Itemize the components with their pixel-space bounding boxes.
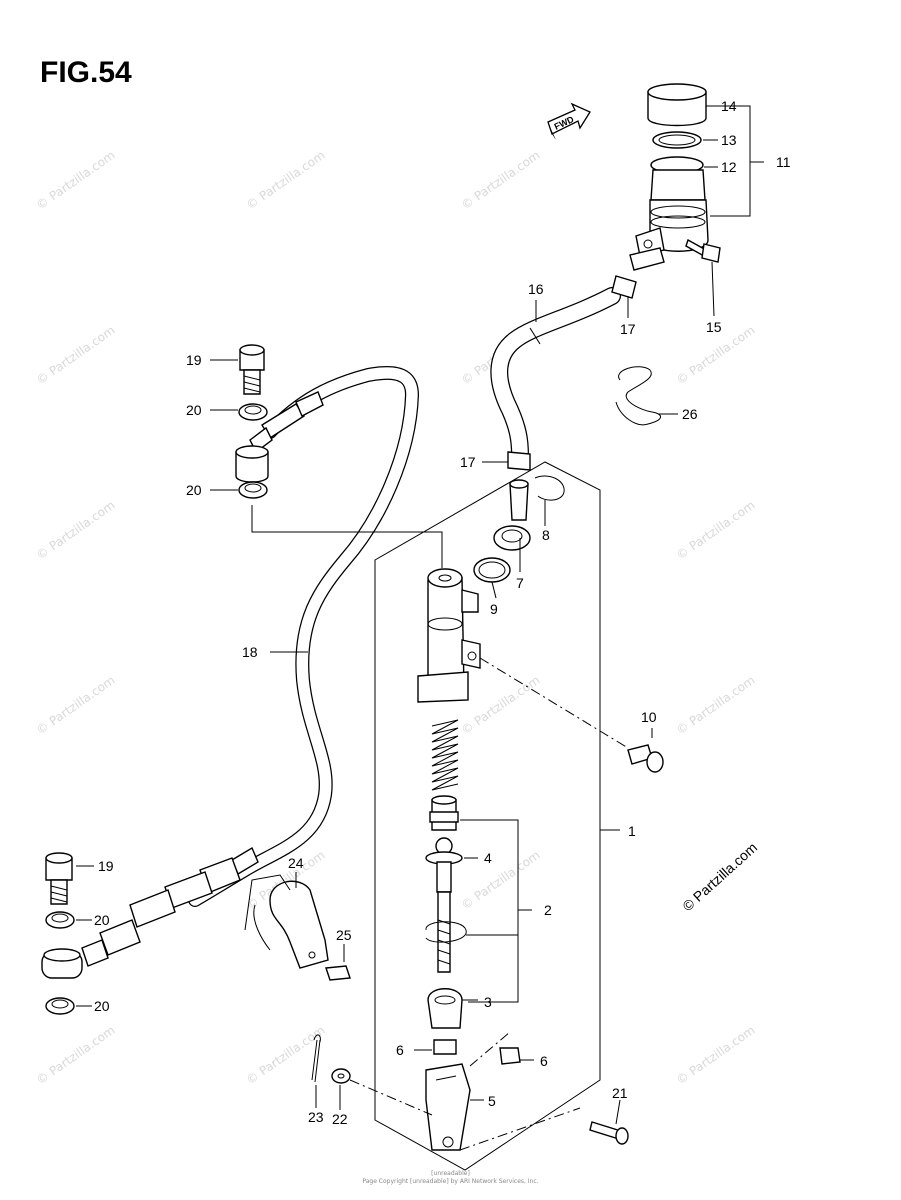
pin-washer	[331, 1068, 351, 1084]
hose-bracket	[244, 874, 329, 969]
lock-nut	[433, 1039, 457, 1055]
figure-title: FIG.54	[40, 56, 132, 89]
reservoir-assembly	[629, 83, 709, 271]
banjo-fitting-upper	[235, 445, 269, 483]
side-watermark: © Partzilla.com	[679, 839, 760, 914]
callout-label: 7	[516, 575, 524, 591]
piston	[429, 795, 459, 831]
snap-ring	[425, 921, 467, 943]
footer-line2: Page Copyright [unreadable] by ARI Netwo…	[362, 1178, 539, 1185]
callout-label: 5	[488, 1093, 496, 1109]
banjo-fitting-lower	[41, 948, 83, 979]
callout-label: 3	[484, 994, 492, 1010]
pin-washer-hole	[337, 1073, 345, 1079]
watermark: © Partzilla.com	[34, 148, 118, 213]
inlet-fitting	[493, 479, 531, 551]
callout-label: 23	[308, 1109, 324, 1125]
callout-label: 6	[396, 1042, 404, 1058]
callout-label: 20	[94, 912, 110, 928]
watermark: © Partzilla.com	[244, 148, 328, 213]
reservoir-hose	[490, 287, 621, 464]
assembly-outline	[374, 461, 601, 1171]
watermark: © Partzilla.com	[34, 673, 118, 738]
callout-label: 18	[242, 644, 258, 660]
callout-label: 20	[186, 402, 202, 418]
callout-label: 12	[721, 159, 737, 175]
callout-label: 2	[544, 902, 552, 918]
cylinder-bolt	[627, 744, 664, 773]
callout-label: 13	[721, 132, 737, 148]
watermark: © Partzilla.com	[674, 498, 758, 563]
hose-clip	[615, 366, 661, 426]
watermark: © Partzilla.com	[674, 1023, 758, 1088]
watermark: © Partzilla.com	[459, 673, 543, 738]
circlip	[534, 475, 565, 501]
callout-label: 19	[98, 858, 114, 874]
banjo-bolt-upper	[239, 344, 265, 395]
watermark: © Partzilla.com	[459, 148, 543, 213]
callout-label: 15	[706, 319, 722, 335]
watermark: © Partzilla.com	[674, 673, 758, 738]
reservoir-bolt	[685, 238, 721, 263]
leader-lines	[76, 105, 764, 1125]
watermark: © Partzilla.com	[34, 1023, 118, 1088]
watermark: © Partzilla.com	[34, 323, 118, 388]
watermark: © Partzilla.com	[34, 498, 118, 563]
callout-label: 17	[620, 321, 636, 337]
callout-label: 21	[612, 1085, 628, 1101]
footer-line1: [unreadable]	[431, 1170, 470, 1177]
callout-label: 8	[542, 527, 550, 543]
callout-label: 17	[460, 454, 476, 470]
callout-labels: 1 2 3 4 5 6 6 7 8 9 10 11 12 13 14 15 16…	[94, 98, 791, 1127]
callout-label: 1	[628, 823, 636, 839]
callout-label: 10	[641, 709, 657, 725]
hose-clamps	[507, 275, 637, 471]
push-rod	[425, 837, 463, 973]
master-cylinder	[417, 568, 481, 703]
callout-label: 14	[721, 98, 737, 114]
lock-nut	[499, 1047, 521, 1065]
brake-hose	[81, 365, 420, 967]
banjo-bolt-lower	[45, 852, 73, 905]
callout-label: 25	[336, 927, 352, 943]
callout-label: 20	[186, 482, 202, 498]
dust-boot	[427, 988, 463, 1029]
watermarks: © Partzilla.com © Partzilla.com © Partzi…	[34, 148, 758, 1088]
return-spring	[431, 719, 459, 791]
cotter-pin	[311, 1034, 321, 1083]
callout-label: 4	[484, 850, 492, 866]
o-ring-inner	[478, 561, 506, 579]
callout-label: 6	[540, 1053, 548, 1069]
fwd-arrow-icon: FWD	[547, 102, 591, 140]
callout-label: 22	[332, 1111, 348, 1127]
washers	[45, 403, 268, 1015]
callout-label: 9	[490, 601, 498, 617]
callout-label: 20	[94, 998, 110, 1014]
guide-lines	[349, 657, 629, 1151]
callout-label: 11	[776, 154, 791, 170]
callout-label: 24	[288, 855, 304, 871]
callout-label: 19	[186, 352, 202, 368]
callout-label: 26	[682, 406, 698, 422]
callout-label: 16	[528, 281, 544, 297]
clevis	[425, 1063, 471, 1151]
clevis-pin	[589, 1121, 629, 1145]
bracket-bolt	[325, 965, 351, 981]
